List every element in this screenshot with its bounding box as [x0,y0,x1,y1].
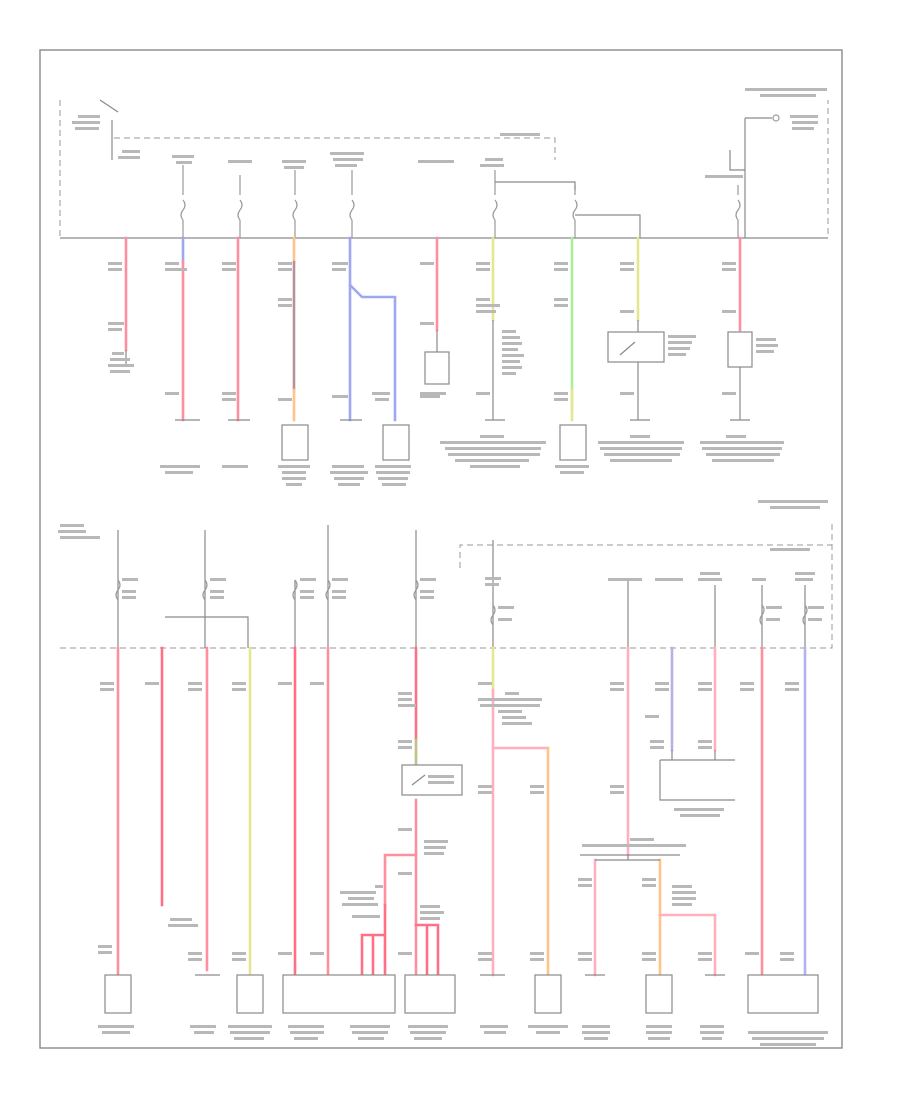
wire-red-branch [383,853,418,907]
wire-pink-l6 [658,913,717,977]
relay-box [401,764,463,796]
fuse-row-top [180,165,741,238]
lower-fuse-box [60,520,833,649]
wire-blue [348,236,397,422]
component-box-l6 [645,974,673,1014]
component-box-l2 [236,974,264,1014]
component-box-u3 [424,351,450,385]
wire-red-branch-3 [414,923,440,977]
component-box-l3 [282,974,396,1014]
page-frame [39,49,843,1049]
upper-fuse-box [59,99,829,239]
component-box-u4 [559,424,587,461]
component-box-u2 [382,424,410,461]
upper-components [125,320,753,461]
label-blocks [58,88,828,1046]
component-box-l7 [747,974,819,1014]
component-box-u1 [281,424,309,461]
wire-red-branch-2 [360,903,387,977]
lower-wires [116,646,807,977]
switch-box [607,331,665,363]
component-box-l1 [104,974,132,1014]
lower-components [104,750,819,1014]
component-box-l5 [534,974,562,1014]
component-box-u5 [727,331,753,368]
component-box-l4 [404,974,456,1014]
